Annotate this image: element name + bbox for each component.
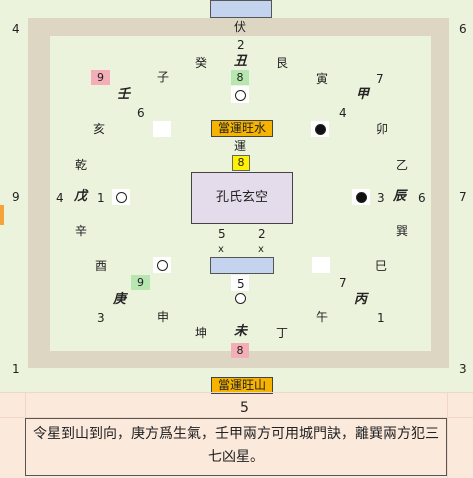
left-mid-num1: 1 (97, 191, 105, 205)
left-top-ren: 壬 (117, 87, 131, 102)
right-top-yin-num: 7 (376, 72, 384, 86)
bottom-kun: 坤 (195, 326, 208, 340)
center-yun-star: 8 (232, 155, 250, 171)
right-mid-chen: 辰 (393, 189, 407, 204)
top-fu: 伏 (234, 20, 247, 34)
center-x-b: x (258, 244, 264, 255)
corner-mid-left: 9 (12, 190, 20, 204)
right-top-filled-circle (315, 124, 326, 135)
bottom-number: 5 (240, 400, 249, 416)
right-bot-bing: 丙 (354, 292, 368, 307)
right-mid-yi: 乙 (396, 158, 409, 172)
label-top-wang-shui: 當運旺水 (211, 120, 273, 137)
right-top-jia-num: 4 (339, 106, 347, 120)
left-bot-geng: 庚 (113, 292, 127, 307)
left-mid-xin: 辛 (75, 224, 88, 238)
sheet-gridline (0, 417, 473, 418)
right-mid-filled-circle (356, 192, 367, 203)
bottom-white-square (231, 275, 249, 291)
right-mid-num3: 3 (377, 191, 385, 205)
center-num-2a: 2 (258, 227, 266, 241)
center-blue-box (210, 257, 274, 274)
center-num-5a: 5 (218, 227, 226, 241)
bottom-ding: 丁 (276, 326, 289, 340)
row-marker (0, 205, 4, 225)
left-top-zi: 子 (157, 70, 170, 84)
right-bot-num7: 7 (339, 276, 347, 290)
bottom-circle (235, 293, 246, 304)
left-top-ren-num: 6 (137, 106, 145, 120)
label-bottom-wang-shan: 當運旺山 (211, 377, 273, 394)
top-num: 2 (237, 38, 245, 52)
top-chou: 丑 (234, 54, 248, 69)
top-circle (235, 90, 246, 101)
right-bot-wu: 午 (316, 310, 329, 324)
left-bot-green-star: 9 (131, 275, 150, 290)
corner-top-right: 6 (459, 22, 467, 36)
right-bot-si: 巳 (375, 259, 388, 273)
right-mid-xun: 巽 (396, 224, 409, 238)
top-green-star: 8 (231, 70, 249, 85)
corner-bottom-left: 1 (12, 362, 20, 376)
sheet-vline (447, 392, 448, 478)
left-mid-circle (116, 192, 127, 203)
left-mid-num4: 4 (56, 191, 64, 205)
right-bot-white-square (312, 257, 330, 273)
corner-bottom-right: 3 (459, 362, 467, 376)
left-bot-shen: 申 (157, 310, 170, 324)
right-bot-num1: 1 (377, 311, 385, 325)
left-mid-qian: 乾 (75, 158, 88, 172)
left-bot-num3: 3 (97, 311, 105, 325)
note-box: 令星到山到向，庚方爲生氣，壬甲兩方可用城門訣，離巽兩方犯三七凶星。 (25, 418, 447, 476)
center-x-a: x (218, 244, 224, 255)
right-mid-num6: 6 (418, 191, 426, 205)
top-blue-box (210, 0, 272, 18)
left-bot-circle (157, 260, 168, 271)
corner-mid-right: 7 (459, 190, 467, 204)
left-top-hai: 亥 (93, 122, 106, 136)
top-gen: 艮 (276, 56, 289, 70)
right-top-jia: 甲 (356, 87, 370, 102)
left-top-white-square (153, 121, 171, 137)
center-title-box: 孔氏玄空 (191, 172, 293, 224)
right-top-mao: 卯 (376, 122, 389, 136)
bottom-wei: 未 (234, 324, 248, 339)
sheet-gridline (0, 392, 473, 393)
center-num-5b: 5 (237, 277, 245, 291)
left-bot-you: 酉 (95, 259, 108, 273)
top-gui: 癸 (195, 56, 208, 70)
corner-top-left: 4 (12, 22, 20, 36)
left-top-pink-star: 9 (91, 70, 110, 85)
left-mid-wu: 戊 (74, 189, 88, 204)
bottom-pink-star: 8 (231, 343, 249, 358)
right-top-yin: 寅 (316, 72, 329, 86)
center-yun: 運 (234, 139, 247, 153)
